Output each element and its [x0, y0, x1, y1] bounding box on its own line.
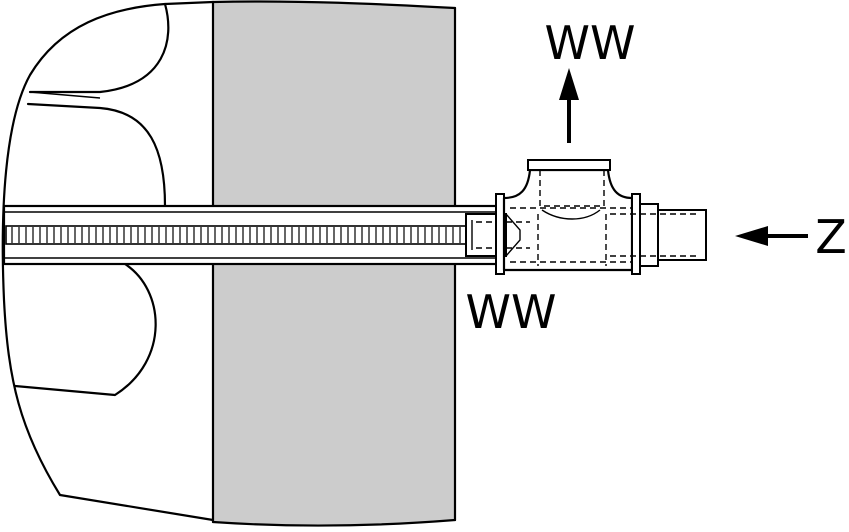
heating-pipe [2, 204, 502, 266]
arrow-up-icon [559, 68, 579, 143]
tee-fitting [502, 159, 634, 272]
flange-left [495, 193, 505, 275]
tank-outline [1, 0, 215, 522]
pipe-ribs [11, 227, 468, 243]
label-inlet: Z [815, 210, 847, 264]
label-outlet-bottom: WW [466, 285, 557, 339]
flange-right [631, 193, 641, 275]
arrow-left-icon [735, 226, 808, 246]
label-outlet-top: WW [545, 16, 636, 70]
inlet-pipe [610, 203, 707, 267]
